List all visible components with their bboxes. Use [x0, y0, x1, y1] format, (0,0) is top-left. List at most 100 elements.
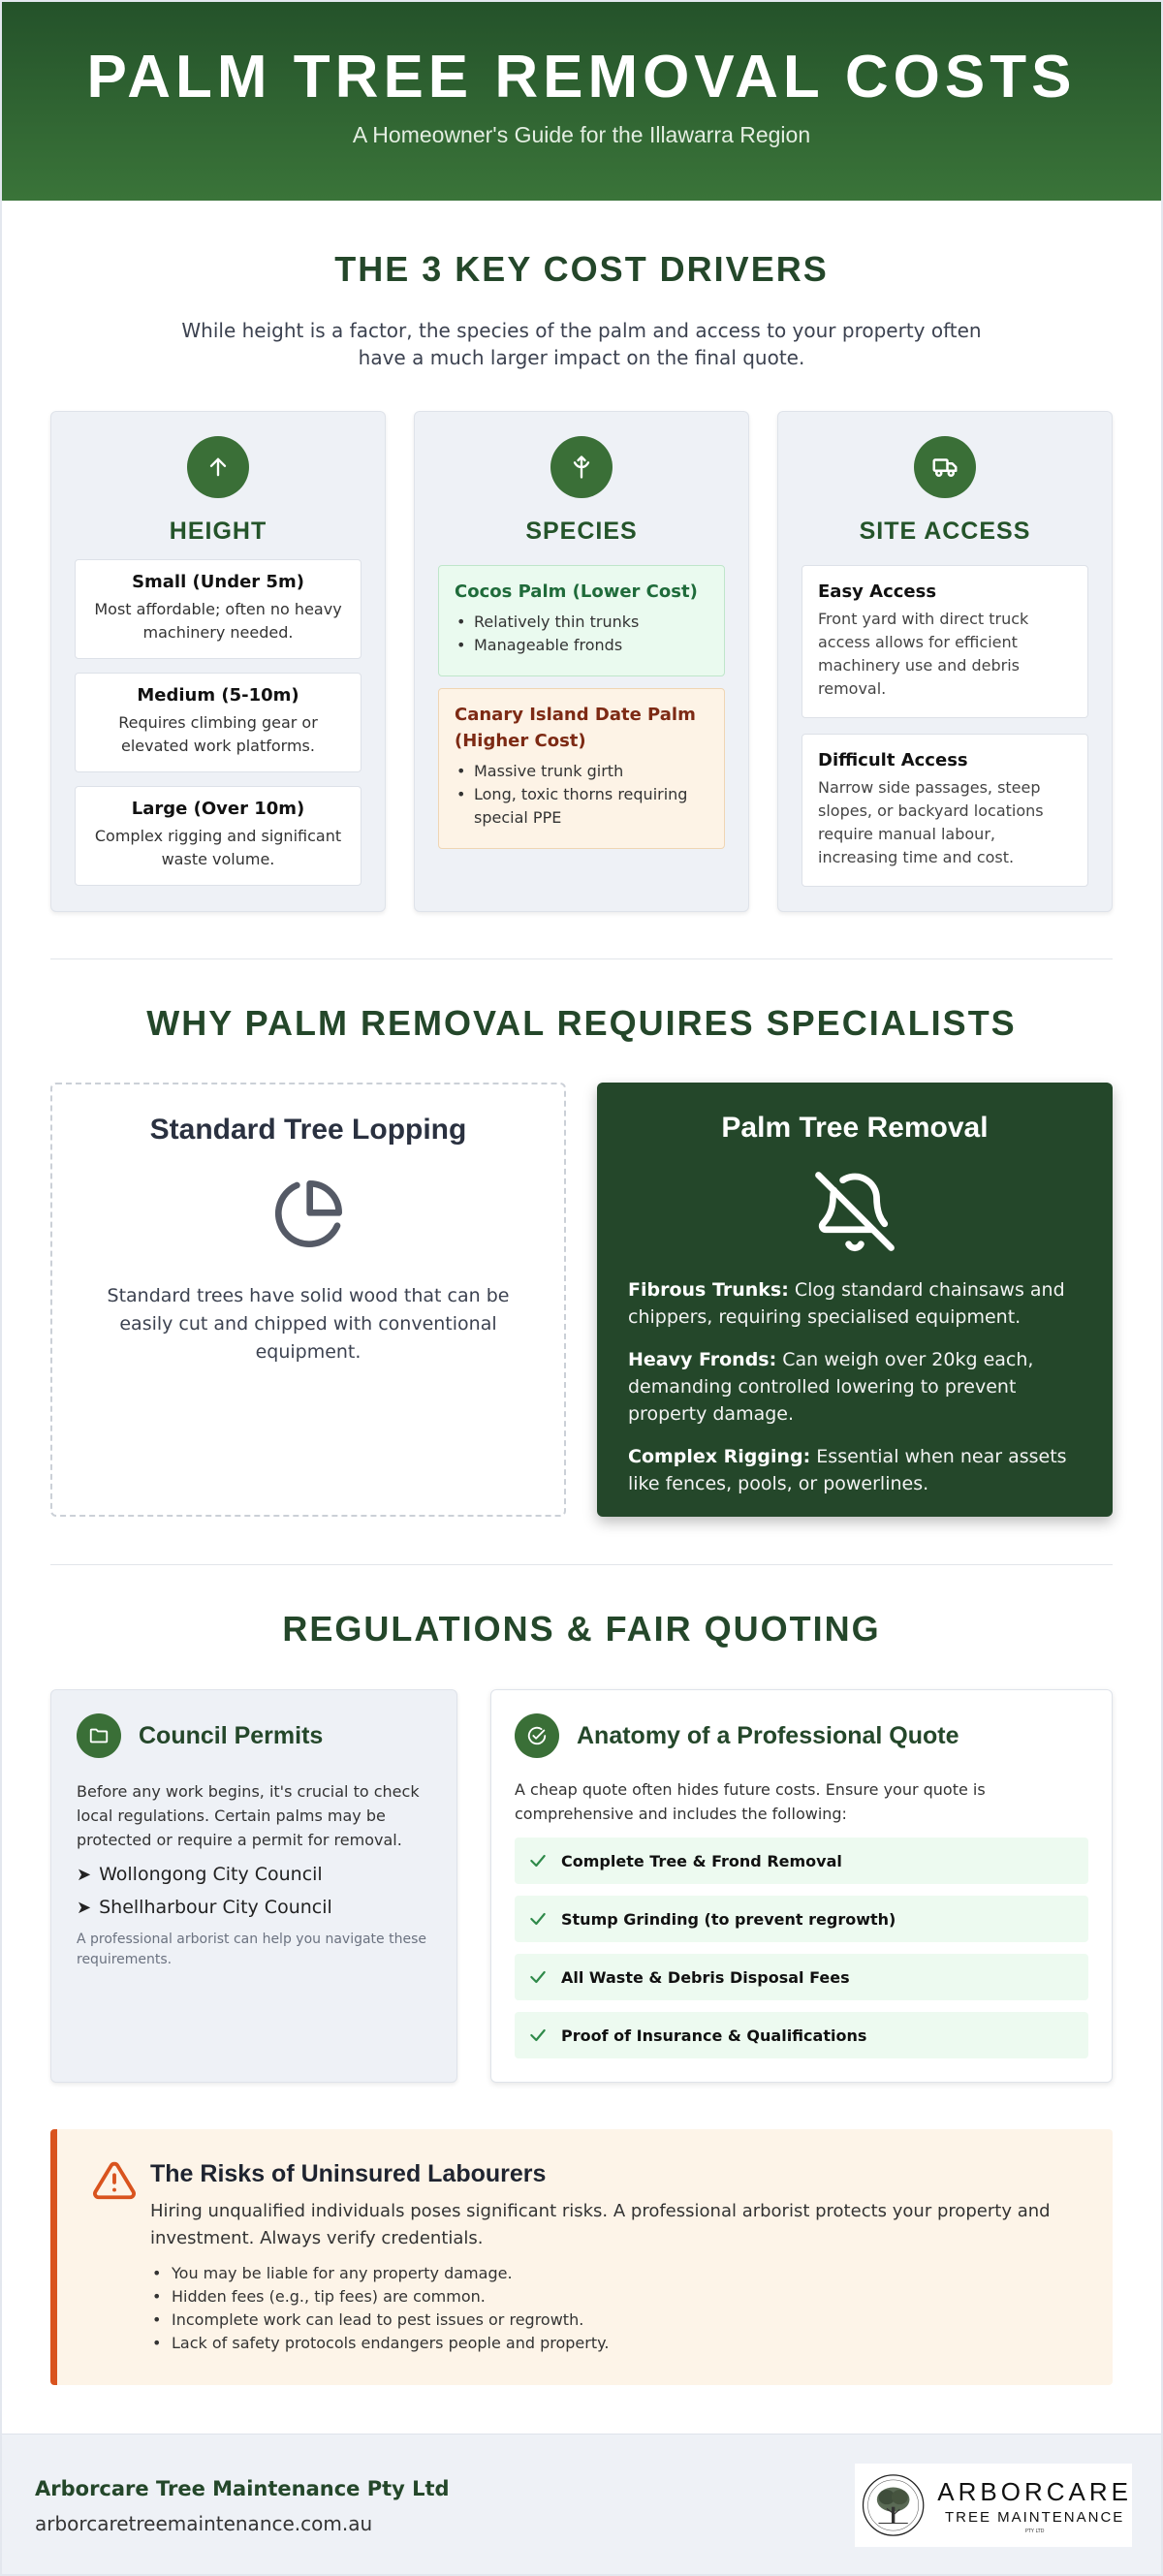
- section-divider: [50, 958, 1113, 959]
- logo-line-2: TREE MAINTENANCE: [944, 2508, 1125, 2526]
- point-text: Can weigh over 20kg each, demanding cont…: [628, 1349, 1034, 1425]
- risk-text: Hiring unqualified individuals poses sig…: [150, 2201, 1051, 2248]
- list-item: Long, toxic thorns requiring special PPE: [455, 783, 708, 830]
- logo-line-3: PTY LTD: [1024, 2528, 1045, 2534]
- point-label: Heavy Fronds:: [628, 1349, 777, 1370]
- easy-access-box: Easy Access Front yard with direct truck…: [802, 565, 1088, 718]
- check-icon: [530, 1912, 546, 1926]
- difficult-access-text: Narrow side passages, steep slopes, or b…: [818, 778, 1044, 866]
- section-divider: [50, 1564, 1113, 1565]
- list-item: You may be liable for any property damag…: [150, 2262, 1084, 2285]
- website-link[interactable]: arborcaretreemaintenance.com.au: [35, 2512, 373, 2535]
- council-item: ➤ Wollongong City Council: [77, 1864, 431, 1885]
- list-item: Incomplete work can lead to pest issues …: [150, 2309, 1084, 2332]
- cocos-title: Cocos Palm (Lower Cost): [455, 581, 698, 602]
- size-large-box: Large (Over 10m) Complex rigging and sig…: [75, 786, 361, 886]
- easy-access-title: Easy Access: [818, 581, 937, 602]
- folder-icon: [77, 1713, 121, 1758]
- footer: Arborcare Tree Maintenance Pty Ltd arbor…: [2, 2434, 1161, 2574]
- list-item: Massive trunk girth: [455, 760, 708, 783]
- council-name: Shellharbour City Council: [99, 1897, 332, 1918]
- list-item: Hidden fees (e.g., tip fees) are common.: [150, 2285, 1084, 2309]
- canary-palm-box: Canary Island Date Palm (Higher Cost) Ma…: [438, 688, 725, 849]
- cocos-list: Relatively thin trunks Manageable fronds: [455, 611, 708, 657]
- logo-wordmark: ARBORCARE TREE MAINTENANCE PTY LTD: [937, 2477, 1132, 2534]
- cocos-palm-box: Cocos Palm (Lower Cost) Relatively thin …: [438, 565, 725, 676]
- height-heading: HEIGHT: [169, 518, 267, 545]
- list-item: Relatively thin trunks: [455, 611, 708, 634]
- drivers-title: THE 3 KEY COST DRIVERS: [334, 249, 829, 289]
- truck-icon: [914, 436, 976, 498]
- list-item: Lack of safety protocols endangers peopl…: [150, 2332, 1084, 2355]
- canary-title: Canary Island Date Palm (Higher Cost): [455, 705, 696, 751]
- palm-heading: Palm Tree Removal: [721, 1112, 989, 1144]
- company-logo: ARBORCARE TREE MAINTENANCE PTY LTD: [855, 2464, 1132, 2547]
- species-heading: SPECIES: [525, 518, 638, 545]
- heavy-fronds-point: Heavy Fronds: Can weigh over 20kg each, …: [628, 1346, 1082, 1428]
- company-name: Arborcare Tree Maintenance Pty Ltd: [35, 2477, 450, 2500]
- permits-lead: Before any work begins, it's crucial to …: [77, 1782, 420, 1849]
- size-small-box: Small (Under 5m) Most affordable; often …: [75, 559, 361, 659]
- arrow-right-icon: ➤: [77, 1898, 92, 1918]
- point-text: Clog standard chainsaws and chippers, re…: [628, 1279, 1065, 1328]
- canary-list: Massive trunk girth Long, toxic thorns r…: [455, 760, 708, 830]
- check-circle-icon: [515, 1713, 559, 1758]
- quote-checklist-item: Stump Grinding (to prevent regrowth): [515, 1896, 1088, 1942]
- quote-checklist-item: All Waste & Debris Disposal Fees: [515, 1954, 1088, 2000]
- council-name: Wollongong City Council: [99, 1864, 323, 1885]
- height-card: HEIGHT Small (Under 5m) Most affordable;…: [50, 411, 386, 912]
- palm-sprout-icon: [550, 436, 613, 498]
- risk-content: The Risks of Uninsured Labourers Hiring …: [92, 2158, 1084, 2355]
- card-header: Anatomy of a Professional Quote: [515, 1713, 1088, 1758]
- cost-drivers-grid: HEIGHT Small (Under 5m) Most affordable;…: [50, 411, 1113, 912]
- palm-removal-card: Palm Tree Removal Fibrous Trunks: Clog s…: [597, 1083, 1113, 1517]
- quote-item-label: All Waste & Debris Disposal Fees: [561, 1967, 850, 1987]
- arrow-up-icon: [187, 436, 249, 498]
- risk-warning-box: The Risks of Uninsured Labourers Hiring …: [50, 2129, 1113, 2385]
- check-icon: [530, 2028, 546, 2042]
- tree-logo-icon: [862, 2474, 925, 2536]
- size-small-title: Small (Under 5m): [132, 572, 304, 592]
- risk-list: You may be liable for any property damag…: [150, 2262, 1084, 2355]
- arrow-right-icon: ➤: [77, 1865, 92, 1885]
- list-item: Manageable fronds: [455, 634, 708, 657]
- difficult-access-box: Difficult Access Narrow side passages, s…: [802, 734, 1088, 887]
- check-icon: [530, 1970, 546, 1984]
- size-medium-title: Medium (5-10m): [137, 685, 299, 706]
- difficult-access-title: Difficult Access: [818, 750, 968, 770]
- specialists-title: WHY PALM REMOVAL REQUIRES SPECIALISTS: [146, 1003, 1017, 1043]
- check-icon: [530, 1854, 546, 1868]
- quote-item-label: Stump Grinding (to prevent regrowth): [561, 1909, 896, 1929]
- bell-off-icon: [815, 1172, 895, 1252]
- quote-item-label: Complete Tree & Frond Removal: [561, 1851, 842, 1870]
- standard-heading: Standard Tree Lopping: [149, 1114, 467, 1146]
- council-permits-card: Council Permits Before any work begins, …: [50, 1689, 457, 2083]
- permits-note: A professional arborist can help you nav…: [77, 1932, 426, 1967]
- council-item: ➤ Shellharbour City Council: [77, 1897, 431, 1918]
- standard-text: Standard trees have solid wood that can …: [107, 1285, 510, 1363]
- standard-lopping-card: Standard Tree Lopping Standard trees hav…: [50, 1083, 566, 1517]
- quote-checklist-item: Complete Tree & Frond Removal: [515, 1838, 1088, 1884]
- logo-line-1: ARBORCARE: [937, 2476, 1132, 2506]
- size-small-text: Most affordable; often no heavy machiner…: [94, 600, 342, 642]
- size-medium-box: Medium (5-10m) Requires climbing gear or…: [75, 673, 361, 772]
- page-title: PALM TREE REMOVAL COSTS: [86, 44, 1077, 110]
- quote-checklist-item: Proof of Insurance & Qualifications: [515, 2012, 1088, 2058]
- size-large-title: Large (Over 10m): [131, 799, 305, 819]
- point-text: Essential when near assets like fences, …: [628, 1446, 1067, 1494]
- regulations-title: REGULATIONS & FAIR QUOTING: [282, 1609, 881, 1649]
- fibrous-trunks-point: Fibrous Trunks: Clog standard chainsaws …: [628, 1276, 1082, 1331]
- quote-heading: Anatomy of a Professional Quote: [577, 1721, 959, 1749]
- easy-access-text: Front yard with direct truck access allo…: [818, 610, 1029, 698]
- size-large-text: Complex rigging and significant waste vo…: [94, 827, 342, 868]
- risk-body: The Risks of Uninsured Labourers Hiring …: [150, 2158, 1084, 2355]
- page-subtitle: A Homeowner's Guide for the Illawarra Re…: [352, 122, 811, 147]
- complex-rigging-point: Complex Rigging: Essential when near ass…: [628, 1443, 1082, 1497]
- size-medium-text: Requires climbing gear or elevated work …: [118, 713, 318, 755]
- access-heading: SITE ACCESS: [859, 518, 1031, 545]
- permits-heading: Council Permits: [139, 1721, 324, 1749]
- drivers-intro: While height is a factor, the species of…: [181, 319, 982, 369]
- warning-triangle-icon: [93, 2161, 136, 2200]
- hero-banner: PALM TREE REMOVAL COSTS A Homeowner's Gu…: [2, 2, 1161, 201]
